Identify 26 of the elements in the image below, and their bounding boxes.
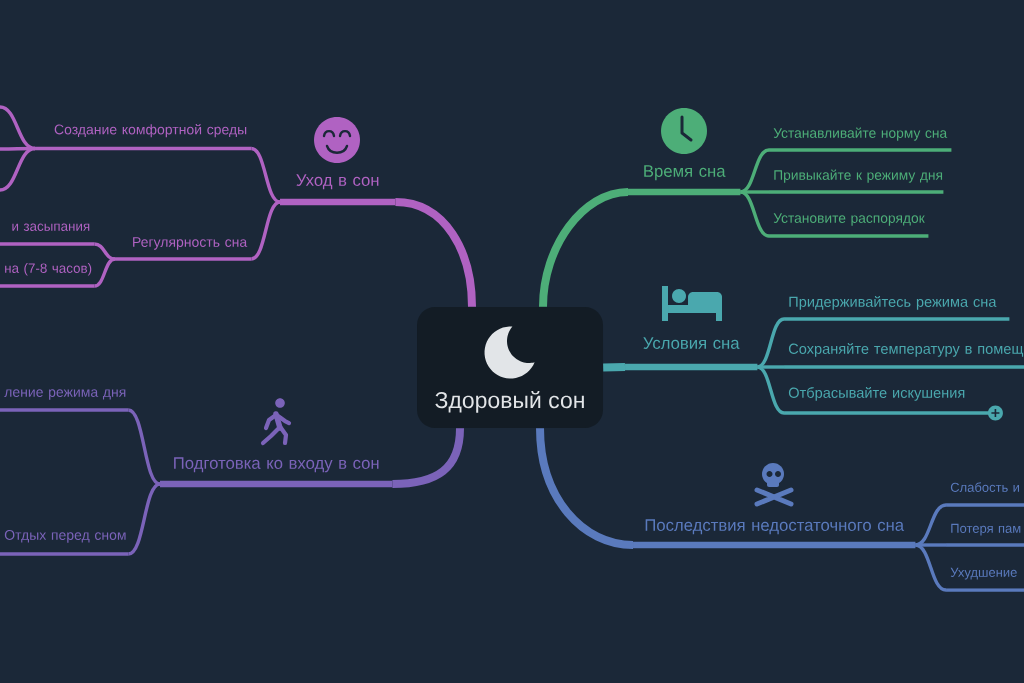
branch-line: [250, 200, 281, 261]
topic-label: Слабость и: [946, 482, 1024, 507]
topic-label: Создание комфортной среды: [35, 123, 252, 151]
topic-label: Ухудшение: [946, 567, 1024, 592]
topic-label: Привыкайте к режиму дня: [769, 169, 944, 194]
topic-label: Установите распорядок: [769, 213, 929, 238]
topic-label: и засыпания: [0, 223, 95, 246]
branch-line: [757, 365, 784, 369]
topic-label: Потеря пам: [946, 523, 1024, 547]
topic-label: Устанавливайте норму сна: [769, 127, 952, 152]
branch-line: [93, 257, 116, 288]
topic-label: Сохраняйте температуру в помещ: [784, 342, 1024, 369]
branch-line: [127, 408, 161, 486]
topic-label: Придерживайтесь режима сна: [784, 295, 1010, 321]
topic-label: Отбрасывайте искушения: [784, 386, 996, 415]
branch-line: [250, 146, 281, 204]
branch-line: [915, 543, 946, 547]
topic-label: Регулярность сна: [115, 237, 252, 261]
topic-label: ление режима дня: [0, 389, 129, 412]
central-topic-box: Здоровый сон: [417, 307, 603, 428]
branch-line: [94, 242, 116, 261]
branch-line: [0, 146, 36, 192]
branch-line: [740, 190, 769, 194]
topic-label: на (7-8 часов): [0, 263, 95, 288]
topic-label: Отдых перед сном: [0, 530, 129, 556]
branch-line: [127, 482, 161, 556]
